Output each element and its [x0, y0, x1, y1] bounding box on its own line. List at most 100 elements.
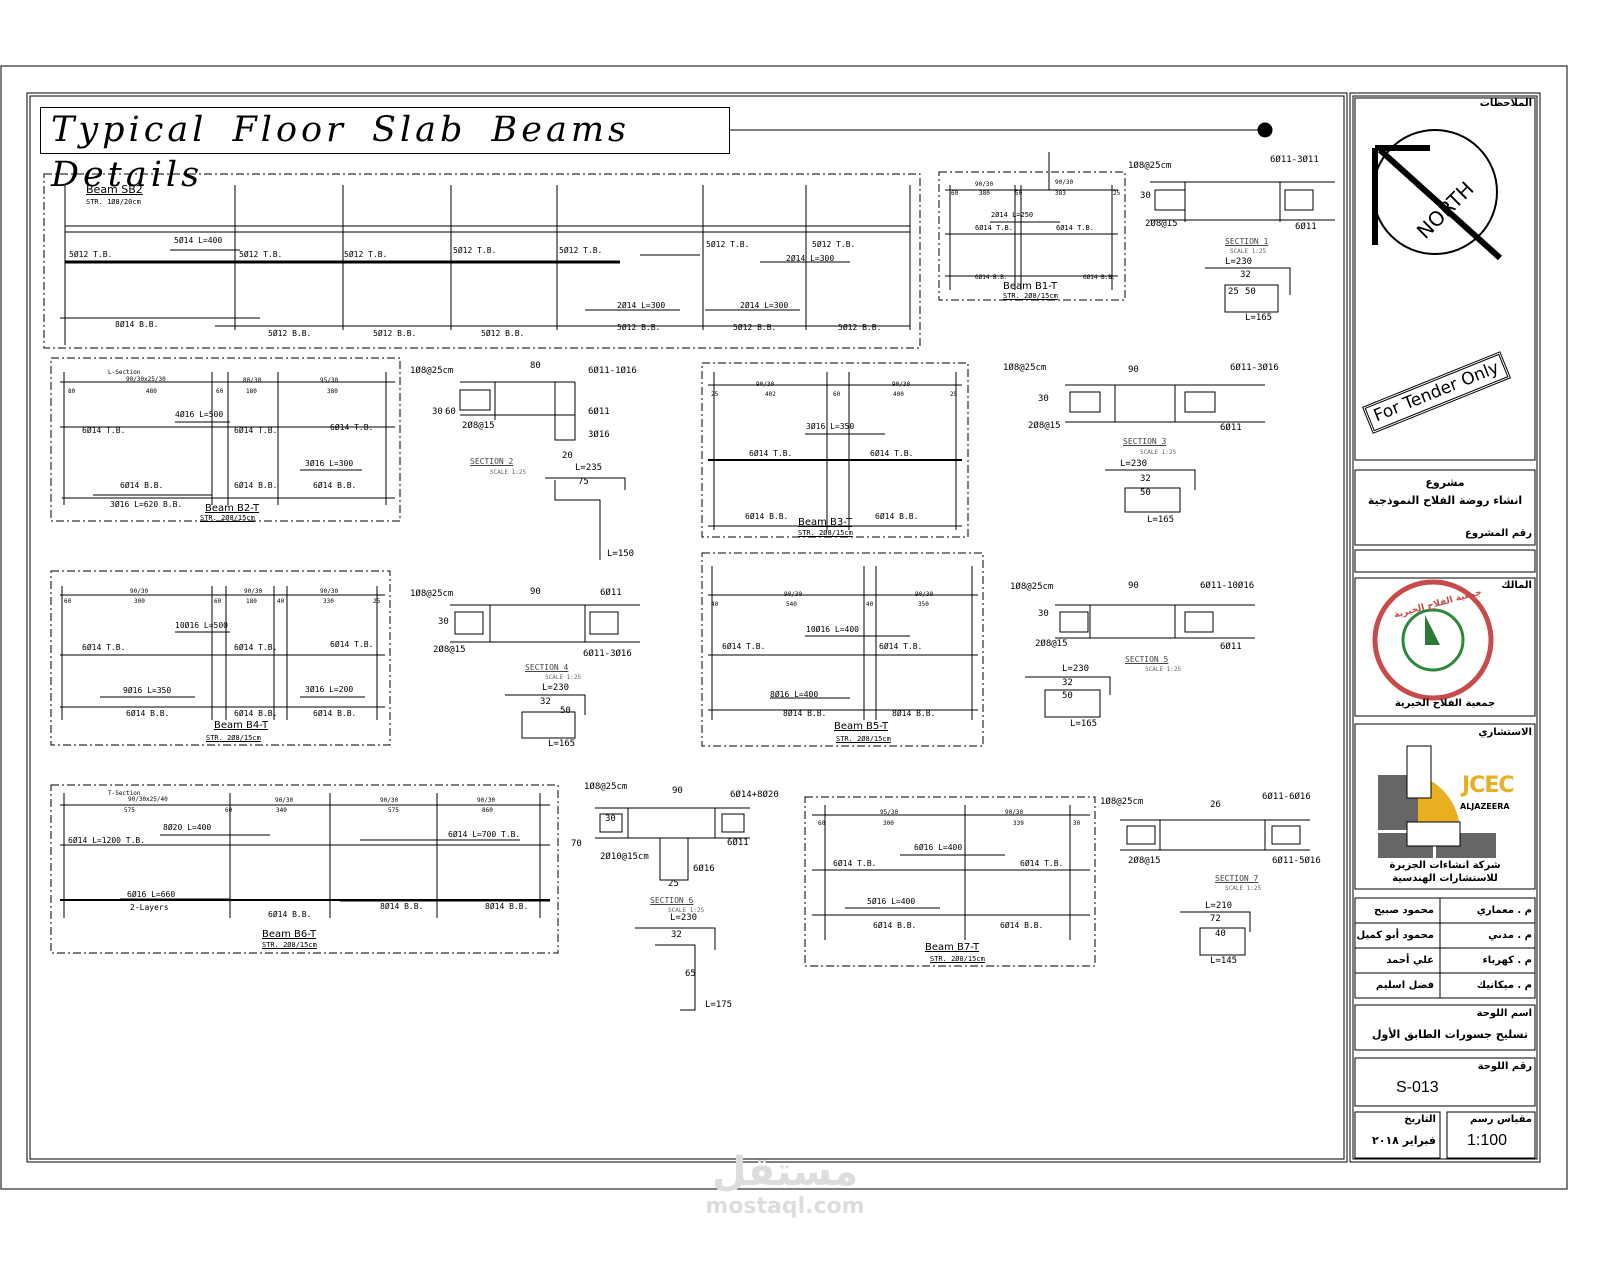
- dim-label: 90/30: [915, 591, 934, 598]
- rebar-label: 6Ø14 T.B.: [833, 859, 877, 868]
- section-scale: SCALE 1:25: [545, 674, 582, 681]
- section-label: 6Ø11-3Ø11: [1270, 155, 1319, 165]
- rebar-label: 5Ø12 B.B.: [481, 329, 525, 338]
- team-role: م . مدني: [1488, 930, 1532, 941]
- rebar-label: 5Ø14 L=400: [174, 236, 223, 245]
- rebar-label: 6Ø14 T.B.: [749, 449, 793, 458]
- beam-stirrups: STR. 2Ø8/15cm: [1003, 292, 1058, 300]
- project-name: انشاء روضة الفلاح النموذجية: [1367, 494, 1523, 507]
- rebar-label: 10Ø16 L=500: [175, 621, 228, 630]
- team-name: محمود أبو كميل: [1356, 930, 1434, 941]
- beam-name: Beam B5-T: [834, 721, 889, 732]
- dim-label: 480: [146, 388, 157, 395]
- scale-label: مقياس رسم: [1470, 1114, 1532, 1125]
- team-name: محمود صبيح: [1373, 905, 1434, 916]
- rebar-label: 6Ø14 B.B.: [873, 921, 917, 930]
- rebar-label: 5Ø16 L=400: [867, 897, 916, 906]
- section-label: 2Ø8@15: [1028, 421, 1061, 431]
- section-title: SECTION 7: [1215, 874, 1259, 883]
- beam-stirrups: STR. 2Ø8/15cm: [262, 941, 317, 949]
- rebar-label: 6Ø14 T.B.: [879, 642, 923, 651]
- rebar-label: 5Ø12 T.B.: [559, 246, 603, 255]
- beam-name: Beam B7-T: [925, 942, 980, 953]
- section-label: 25: [668, 879, 679, 889]
- section-label: 90: [530, 587, 541, 597]
- date-label: التاريخ: [1404, 1114, 1436, 1125]
- rebar-label: 6Ø14 B.B.: [313, 481, 357, 490]
- rebar-label: 5Ø12 T.B.: [344, 250, 388, 259]
- dim-label: 402: [765, 391, 776, 398]
- dim-label: 90/30: [320, 588, 339, 595]
- section-label: L=210: [1205, 901, 1233, 911]
- section-label: L=165: [548, 739, 576, 749]
- team-role: م . معماري: [1476, 905, 1532, 916]
- section-label: 32: [1140, 474, 1151, 484]
- dim-label: 340: [276, 807, 287, 814]
- rebar-label: 5Ø12 T.B.: [812, 240, 856, 249]
- section-label: L=230: [670, 913, 698, 923]
- section-label: 26: [1210, 800, 1221, 810]
- section-label: 65: [685, 969, 696, 979]
- dim-label: 860: [482, 807, 493, 814]
- section-label: 50: [1062, 691, 1073, 701]
- rebar-label: 5Ø12 T.B.: [706, 240, 750, 249]
- dim-label: 300: [134, 598, 145, 605]
- beam-stirrups: STR. 2Ø8/15cm: [798, 529, 853, 537]
- dim-label: 30: [1073, 820, 1081, 827]
- beam-name: Beam SB2: [86, 183, 143, 196]
- project-number-label: رقم المشروع: [1465, 528, 1532, 539]
- section-label: 2Ø10@15cm: [600, 852, 649, 862]
- dim-label: 60: [833, 391, 841, 398]
- section-label: 6Ø11-3Ø16: [1230, 363, 1279, 373]
- rebar-label: 6Ø14 T.B.: [234, 426, 278, 435]
- dim-label: 40: [866, 601, 874, 608]
- dim-label: 383: [1055, 190, 1066, 197]
- dim-label: 80/30: [243, 377, 262, 384]
- rebar-label: 6Ø14 B.B.: [234, 709, 278, 718]
- section-label: 6Ø11: [1220, 642, 1242, 652]
- notes-label: الملاحظات: [1479, 98, 1532, 109]
- section-label: 60: [445, 407, 456, 417]
- dim-label: 60: [951, 190, 959, 197]
- section-label: 6Ø11: [1295, 222, 1317, 232]
- section-label: 2Ø8@15: [1035, 639, 1068, 649]
- section-label: 1Ø8@25cm: [1100, 797, 1144, 807]
- rebar-label: 10Ø16 L=400: [806, 625, 859, 634]
- rebar-label: 6Ø14 B.B.: [1000, 921, 1044, 930]
- rebar-label: 6Ø16 L=400: [914, 843, 963, 852]
- dim-label: 90/30x25/30: [126, 376, 166, 383]
- team-name: علي أحمد: [1386, 955, 1434, 966]
- owner-name: جمعية الفلاح الخيرية: [1394, 698, 1496, 709]
- dim-label: 90/30: [130, 588, 149, 595]
- rebar-label: 6Ø14 B.B.: [234, 481, 278, 490]
- beam-name: Beam B6-T: [262, 929, 317, 940]
- section-label: L=235: [575, 463, 603, 473]
- beam-stirrups: STR. 2Ø8/15cm: [836, 735, 891, 743]
- beam-name: Beam B4-T: [214, 720, 269, 731]
- section-label: 6Ø11-10Ø16: [1200, 581, 1255, 591]
- section-label: 90: [1128, 365, 1139, 375]
- dim-label: 60: [214, 598, 222, 605]
- sheet-number: S-013: [1396, 1079, 1439, 1096]
- dim-label: L-Section: [108, 369, 141, 376]
- consultant-logo: JCEC: [1462, 773, 1515, 798]
- dim-label: 380: [979, 190, 990, 197]
- consultant-name-2: للاستشارات الهندسية: [1392, 873, 1498, 884]
- rebar-label: 6Ø16 L=660: [127, 890, 176, 899]
- rebar-label: 6Ø14 L=700 T.B.: [448, 830, 521, 839]
- dim-label: 40: [711, 601, 719, 608]
- section-label: 50: [1140, 488, 1151, 498]
- section-label: 6Ø16: [693, 864, 715, 874]
- watermark-arabic: مستقل: [711, 1149, 859, 1195]
- dim-label: 25: [373, 598, 381, 605]
- rebar-label: 6Ø14 B.B.: [313, 709, 357, 718]
- section-label: L=230: [1062, 664, 1090, 674]
- dim-label: 575: [388, 807, 399, 814]
- section-label: 1Ø8@25cm: [1128, 161, 1172, 171]
- rebar-label: 6Ø14 B.B.: [120, 481, 164, 490]
- beam-stirrups: STR. 1Ø8/20cm: [86, 198, 141, 206]
- dim-label: 90/30: [477, 797, 496, 804]
- dim-label: 90/30: [784, 591, 803, 598]
- beam-stirrups: STR. 2Ø8/15cm: [930, 955, 985, 963]
